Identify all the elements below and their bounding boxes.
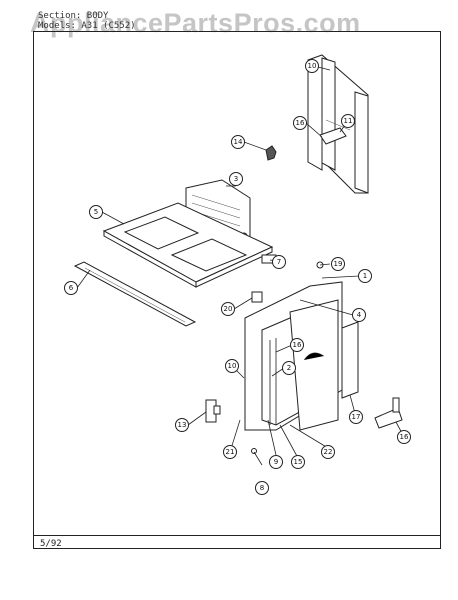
callout-11: 10 — [305, 59, 319, 73]
door-latch — [205, 399, 221, 423]
callout-21-label: 21 — [226, 448, 235, 456]
callout-5-label: 5 — [94, 208, 98, 216]
callout-16-lower-label: 16 — [400, 433, 409, 441]
models-line: Models: A31 (C552) — [38, 21, 136, 31]
side-bracket — [341, 321, 359, 399]
callout-13-label: 13 — [178, 421, 187, 429]
callout-16-upper-label: 16 — [296, 119, 305, 127]
callout-22: 22 — [321, 445, 335, 459]
callout-16-middle: 16 — [290, 338, 304, 352]
diagram-header: Section: BODY Models: A31 (C552) — [38, 11, 136, 31]
callout-5: 5 — [89, 205, 103, 219]
callout-16-middle-label: 16 — [293, 341, 302, 349]
callout-9: 9 — [269, 455, 283, 469]
callout-4-label: 4 — [357, 311, 362, 319]
callout-17: 17 — [349, 410, 363, 424]
callout-20-label: 20 — [224, 305, 233, 313]
footer-rule — [33, 535, 441, 536]
callout-17-label: 17 — [352, 413, 361, 421]
cooktop — [102, 202, 274, 288]
callout-3: 3 — [229, 172, 243, 186]
callout-15: 15 — [291, 455, 305, 469]
bracket-20 — [251, 291, 263, 303]
callout-22-label: 22 — [324, 448, 333, 456]
section-value: BODY — [86, 11, 109, 21]
callout-19: 19 — [331, 257, 345, 271]
callout-20: 20 — [221, 302, 235, 316]
callout-14-label: 14 — [234, 138, 243, 146]
watermark: AppliancePartsPros.com — [30, 8, 361, 38]
callout-10-label: 10 — [228, 362, 237, 370]
oven-body — [244, 281, 343, 431]
callout-3-label: 3 — [234, 175, 238, 183]
callout-2-label: 2 — [287, 364, 291, 372]
callout-12-label: 11 — [344, 117, 353, 125]
back-upright-panel — [307, 54, 369, 194]
models-value: A31 (C552) — [81, 21, 136, 31]
section-label: Section: — [38, 11, 82, 21]
front-rail — [73, 261, 197, 327]
screw — [251, 448, 257, 454]
callout-16-upper: 16 — [293, 116, 307, 130]
callout-9-label: 9 — [274, 458, 278, 466]
leader-lines — [76, 66, 405, 466]
callout-12: 11 — [341, 114, 355, 128]
callout-6-label: 6 — [69, 284, 74, 292]
callout-19-label: 19 — [334, 260, 343, 268]
diagram-frame — [33, 31, 441, 549]
callout-1-label: 1 — [363, 272, 367, 280]
callout-14: 14 — [231, 135, 245, 149]
page-code: 5/92 — [40, 539, 62, 549]
callout-16-lower: 16 — [397, 430, 411, 444]
callout-8-label: 8 — [260, 484, 264, 492]
callout-7: 7 — [272, 255, 286, 269]
callout-15-label: 15 — [294, 458, 303, 466]
callout-21: 21 — [223, 445, 237, 459]
upright-bracket — [319, 127, 347, 145]
callout-1: 1 — [358, 269, 372, 283]
callout-6: 6 — [64, 281, 78, 295]
clip-part — [265, 145, 277, 161]
section-line: Section: BODY — [38, 11, 136, 21]
callout-7-label: 7 — [277, 258, 281, 266]
models-label: Models: — [38, 21, 76, 31]
hinge-hardware — [261, 254, 324, 269]
leveling-foot — [374, 397, 403, 429]
callout-4: 4 — [352, 308, 366, 322]
callout-8: 8 — [255, 481, 269, 495]
callout-2: 2 — [282, 361, 296, 375]
callout-11-label: 10 — [308, 62, 317, 70]
callout-10: 10 — [225, 359, 239, 373]
callout-13: 13 — [175, 418, 189, 432]
